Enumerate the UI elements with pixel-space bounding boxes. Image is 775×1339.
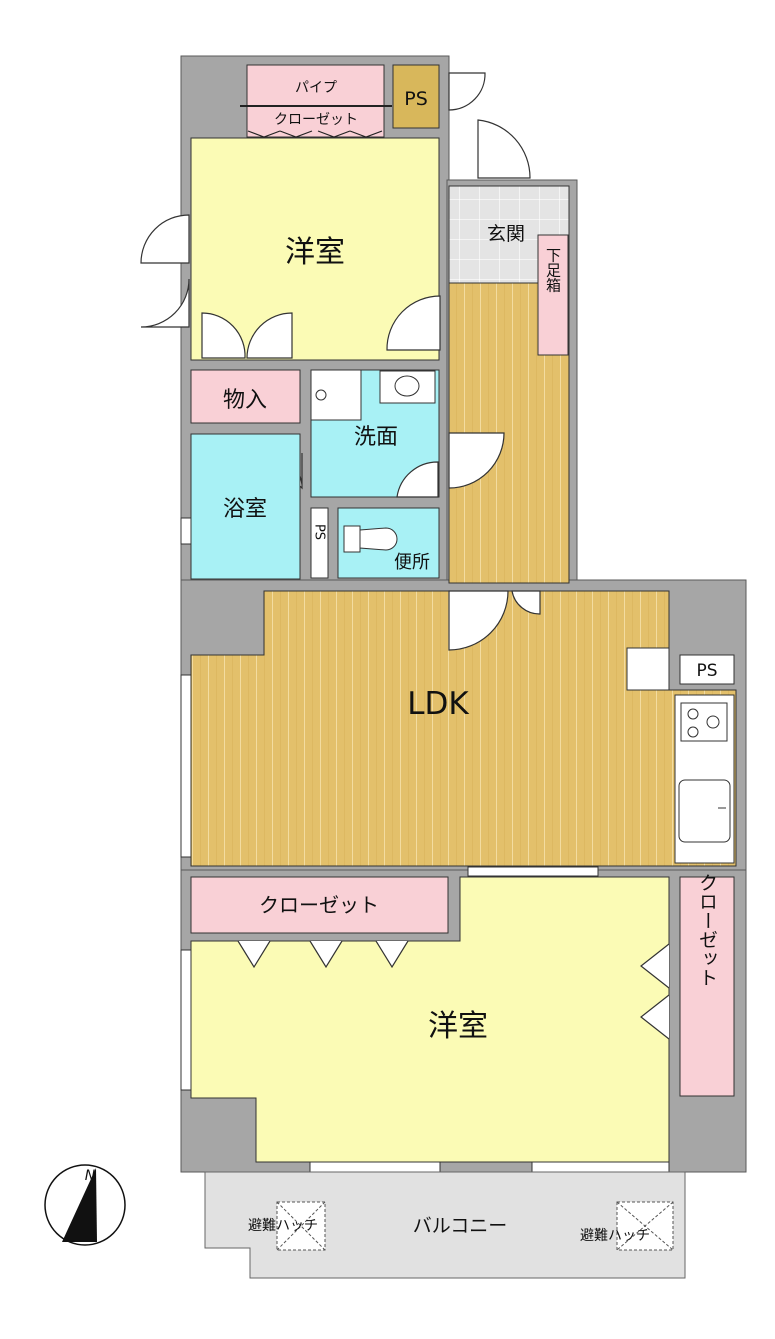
ps-top-label: PS: [404, 88, 428, 110]
balcony-label: バルコニー: [413, 1215, 508, 1237]
balcony: [204, 1171, 686, 1279]
lower-room-window-left: [180, 949, 192, 1091]
door-swings-ldk: [448, 590, 541, 651]
hatch-left-icon: [276, 1201, 326, 1251]
closet-lower-right-doors: [640, 943, 670, 1040]
closet-lower-left: [190, 876, 449, 934]
closet-lower-right: [679, 876, 735, 1097]
shoe-box: [537, 234, 569, 356]
compass-north-label: N: [85, 1168, 96, 1184]
ps-small: [310, 507, 329, 579]
compass: N: [44, 1164, 126, 1246]
hatch-right-icon: [616, 1201, 674, 1251]
washroom-label: 洗面: [354, 425, 398, 450]
toilet-label: 便所: [394, 552, 430, 573]
toilet-icon: [343, 525, 398, 553]
ps-kitchen: [679, 654, 735, 685]
lower-room-window-bottom-2: [531, 1161, 670, 1173]
kitchen-counter: [674, 694, 735, 864]
western-room-lower-label: 洋室: [428, 1009, 488, 1044]
closet-lower-left-doors: [237, 940, 409, 969]
genkan-label: 玄関: [487, 223, 525, 245]
storage-room: [190, 369, 301, 424]
washing-machine-space: [310, 369, 362, 421]
ps-top: [392, 64, 440, 129]
ps-small-label: PS: [312, 524, 327, 540]
storage-label: 物入: [223, 388, 267, 413]
door-swings-upper: [140, 72, 531, 359]
top-closet-pipe-label: パイプ: [295, 80, 337, 96]
ldk-window: [180, 674, 192, 858]
bathroom-label: 浴室: [223, 497, 267, 522]
hatch-right-label: 避難ハッチ: [580, 1228, 650, 1244]
basin-bowl-icon: [394, 375, 420, 397]
ldk-sliding-door: [467, 866, 599, 877]
stove-icon: [680, 702, 728, 742]
shoe-box-label: 下足箱: [544, 248, 562, 293]
top-closet-doors: [247, 130, 383, 138]
western-room-upper-label: 洋室: [285, 235, 345, 270]
closet-lower-right-label: クローゼット: [696, 873, 718, 987]
bathroom: [190, 433, 301, 580]
top-closet-label: クローゼット: [274, 112, 358, 128]
compass-arrow-icon: [62, 1168, 97, 1242]
bath-window: [180, 517, 192, 545]
drain-icon: [315, 389, 327, 401]
ldk-label: LDK: [407, 686, 469, 722]
range-hood: [626, 647, 670, 691]
sink-icon: [678, 779, 731, 843]
ps-kitchen-label: PS: [696, 661, 717, 681]
ldk-floor: [190, 590, 737, 867]
lower-room-window-bottom-1: [309, 1161, 441, 1173]
hatch-left-label: 避難ハッチ: [248, 1218, 318, 1234]
top-closet: [246, 64, 385, 138]
closet-lower-left-label: クローゼット: [259, 893, 379, 917]
